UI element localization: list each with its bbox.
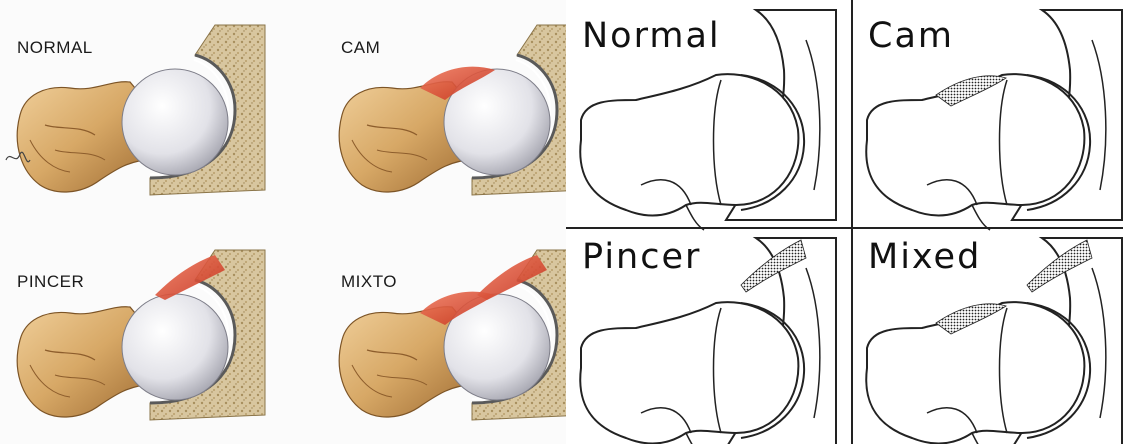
label-cam-illustration: CAM bbox=[341, 38, 380, 58]
schematic-hip-svg bbox=[566, 0, 1123, 444]
label-normal-schematic: Normal bbox=[582, 16, 721, 56]
schematic-diagram-panel: Normal Cam Pincer Mixed bbox=[566, 0, 1123, 444]
illustrated-hip-svg bbox=[0, 0, 566, 444]
label-mixed-schematic: Mixed bbox=[868, 237, 981, 277]
label-pincer-illustration: PINCER bbox=[17, 272, 84, 292]
label-mixed-illustration: MIXTO bbox=[341, 272, 397, 292]
illustrated-diagram-panel: NORMAL CAM PINCER MIXTO bbox=[0, 0, 566, 444]
label-normal-illustration: NORMAL bbox=[17, 38, 93, 58]
label-pincer-schematic: Pincer bbox=[582, 237, 701, 277]
label-cam-schematic: Cam bbox=[868, 16, 954, 56]
